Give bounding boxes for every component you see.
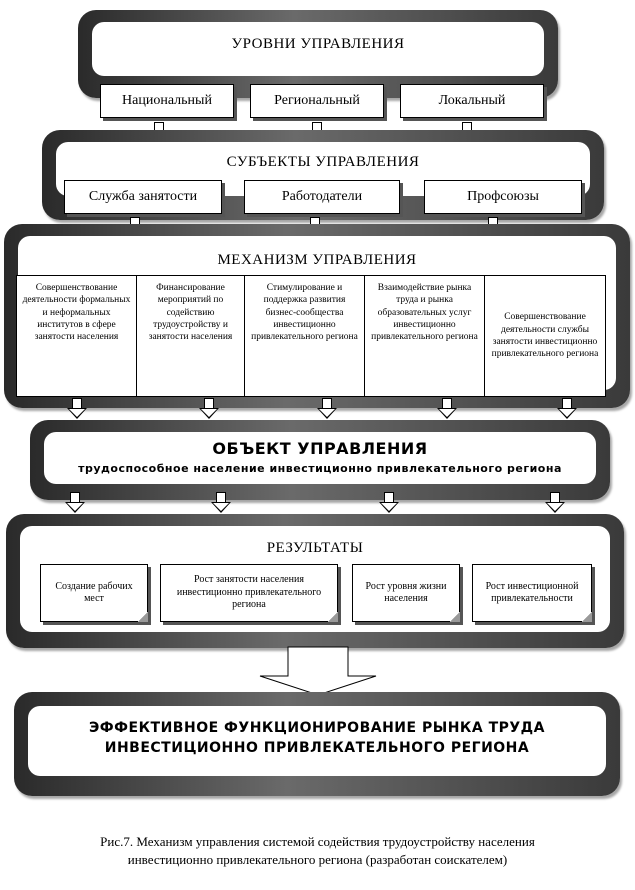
arrow-down-icon xyxy=(545,492,565,514)
caption-line1: Рис.7. Механизм управления системой соде… xyxy=(100,834,535,849)
final-line1: ЭФФЕКТИВНОЕ ФУНКЦИОНИРОВАНИЕ РЫНКА ТРУДА xyxy=(88,720,545,736)
mechanism-item-employment-service: Совершенствование деятельности службы за… xyxy=(491,312,599,360)
arrow-down-icon xyxy=(379,492,399,514)
subject-employment-service: Служба занятости xyxy=(64,180,222,214)
mechanism-item-labor-education: Взаимодействие рынка труда и рынка образ… xyxy=(365,276,485,396)
result-living-standards: Рост уровня жизни населения xyxy=(352,564,460,622)
figure-caption: Рис.7. Механизм управления системой соде… xyxy=(0,833,635,868)
levels-frame: УРОВНИ УПРАВЛЕНИЯ xyxy=(78,10,558,98)
result-investment-attractiveness: Рост инвестиционной привлекательности xyxy=(472,564,592,622)
caption-line2: инвестиционно привлекательного региона (… xyxy=(127,851,508,867)
level-regional: Региональный xyxy=(250,84,384,118)
arrow-down-icon xyxy=(259,646,377,696)
mechanism-title: МЕХАНИЗМ УПРАВЛЕНИЯ xyxy=(217,252,417,268)
mechanism-item-institutions: Совершенствование деятельности формальны… xyxy=(17,276,137,396)
subjects-title: СУБЪЕКТЫ УПРАВЛЕНИЯ xyxy=(226,154,420,170)
arrow-down-icon xyxy=(437,398,457,420)
mechanism-item-financing: Финансирование мероприятий по содействию… xyxy=(137,276,245,396)
arrow-down-icon xyxy=(67,398,87,420)
arrow-down-icon xyxy=(65,492,85,514)
object-frame: ОБЪЕКТ УПРАВЛЕНИЯ трудоспособное населен… xyxy=(30,420,610,500)
level-local: Локальный xyxy=(400,84,544,118)
final-line2: ИНВЕСТИЦИОННО ПРИВЛЕКАТЕЛЬНОГО РЕГИОНА xyxy=(104,740,530,756)
subject-employers: Работодатели xyxy=(244,180,400,214)
final-frame: ЭФФЕКТИВНОЕ ФУНКЦИОНИРОВАНИЕ РЫНКА ТРУДА… xyxy=(14,692,620,796)
subject-trade-unions: Профсоюзы xyxy=(424,180,582,214)
results-title: РЕЗУЛЬТАТЫ xyxy=(266,540,364,556)
arrow-down-icon xyxy=(557,398,577,420)
level-national: Национальный xyxy=(100,84,234,118)
levels-title: УРОВНИ УПРАВЛЕНИЯ xyxy=(231,36,405,52)
object-subtitle: трудоспособное население инвестиционно п… xyxy=(78,462,562,475)
arrow-down-icon xyxy=(317,398,337,420)
result-job-creation: Создание рабочих мест xyxy=(40,564,148,622)
mechanism-table: Совершенствование деятельности формальны… xyxy=(16,275,606,397)
result-employment-growth: Рост занятости населения инвестиционно п… xyxy=(160,564,338,622)
mechanism-item-business-support: Стимулирование и поддержка развития бизн… xyxy=(245,276,365,396)
arrow-down-icon xyxy=(199,398,219,420)
object-title: ОБЪЕКТ УПРАВЛЕНИЯ xyxy=(212,439,428,458)
arrow-down-icon xyxy=(211,492,231,514)
